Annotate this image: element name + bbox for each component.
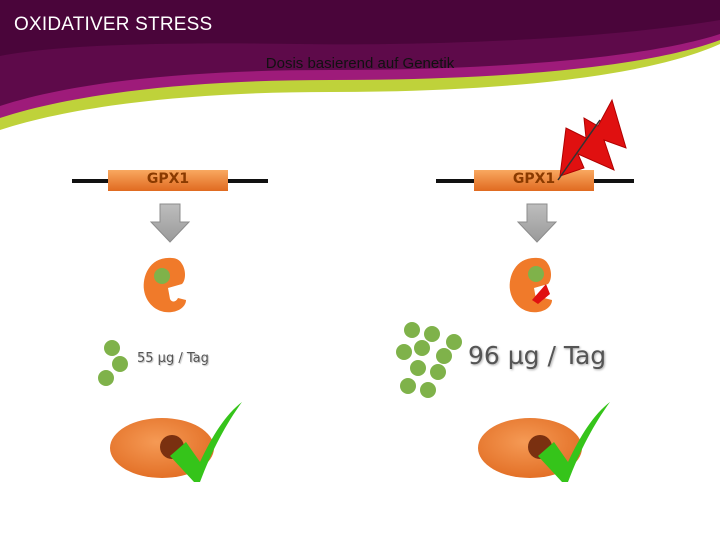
left-dose-label: 55 µg / Tag [137,351,209,366]
right-gene [436,170,634,191]
slide-title: OXIDATIVER STRESS [14,14,213,35]
left-enzyme-selenium-dot-icon [154,268,170,284]
lightning-bolt-icon [557,98,627,181]
right-down-arrow-icon [516,203,558,243]
left-selenium-dots [98,340,128,386]
right-gene-label: GPX1 [512,171,556,187]
left-check-icon [170,402,242,482]
left-enzyme-icon [143,257,186,313]
right-check-icon [538,402,610,482]
right-enzyme-mutation-icon [532,284,550,304]
slide-subtitle: Dosis basierend auf Genetik [265,55,455,72]
left-gene-box [108,170,228,191]
header-banner [0,0,720,130]
right-selenium-dots [396,322,462,398]
right-dose-label: 96 µg / Tag [468,341,607,370]
right-enzyme-selenium-dot-icon [528,266,544,282]
left-down-arrow-icon [149,203,191,243]
right-enzyme-icon [509,257,552,313]
right-gene-box [474,170,594,191]
left-gene [72,170,268,191]
left-gene-label: GPX1 [146,171,190,187]
